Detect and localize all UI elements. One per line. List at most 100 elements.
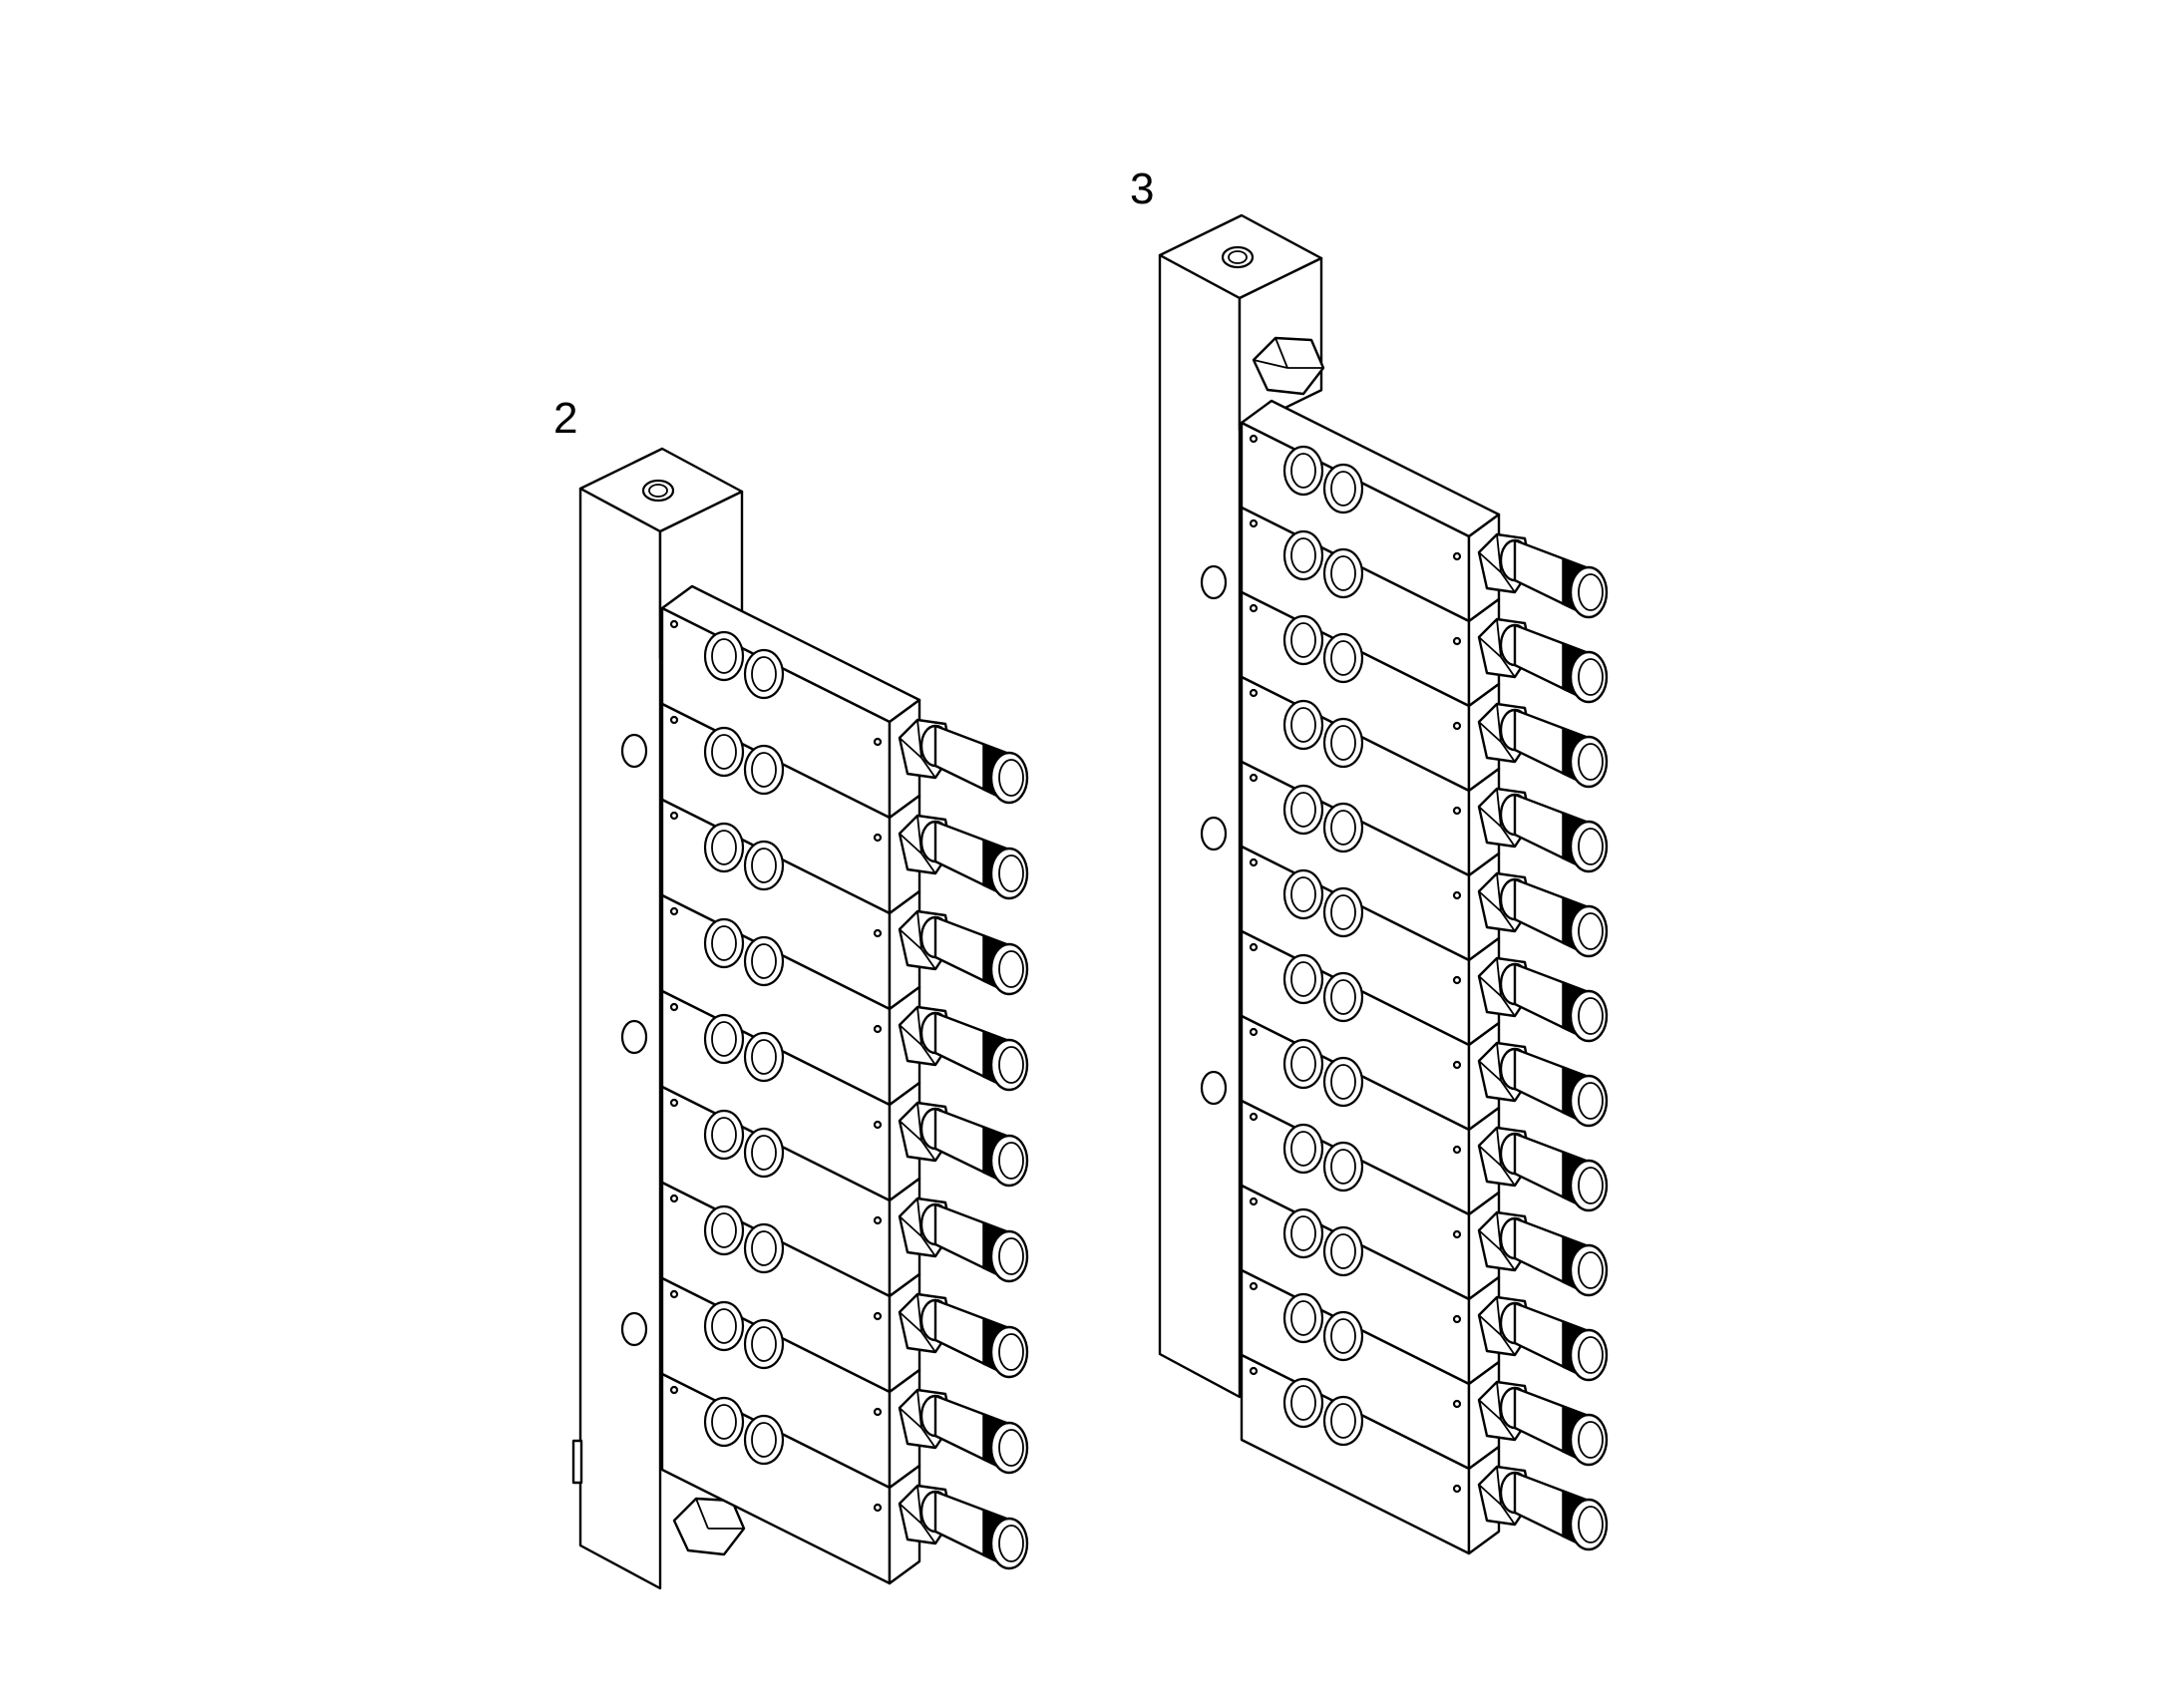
outlet-port-bore (1290, 537, 1316, 573)
fitting-hex-edge (899, 928, 922, 950)
fitting-hex-edge (899, 1215, 922, 1237)
outlet-fitting (1477, 617, 1609, 704)
outlet-port-bore (1330, 810, 1356, 846)
block-pin (1452, 1145, 1462, 1155)
outlet-port-bore (1290, 1131, 1316, 1167)
block-pin (873, 833, 883, 843)
block-pin (669, 619, 679, 629)
fitting-hex-edge (1478, 551, 1502, 573)
callout-label-2: 2 (553, 394, 578, 443)
fitting-hex-edge (1478, 1314, 1502, 1336)
outlet-port-bore (1330, 1149, 1356, 1185)
rail-front-face (1158, 253, 1242, 1399)
outlet-port-bore (1330, 1318, 1356, 1354)
fitting-hex-edge (1478, 1060, 1502, 1082)
fitting-hex-edge (920, 853, 936, 874)
fitting-hex-edge (920, 1044, 936, 1066)
fitting-hex-edge (899, 1311, 922, 1333)
fitting-end-cap-inner (1578, 1506, 1604, 1543)
block-pin (1452, 1314, 1462, 1324)
fitting-end-cap-inner (1578, 743, 1604, 781)
fitting-end-cap (989, 1229, 1029, 1283)
block-pin (1249, 1112, 1259, 1122)
block-pin (1452, 1399, 1462, 1409)
block-pin (1452, 806, 1462, 816)
outlet-port-bore (1290, 792, 1316, 828)
outlet-port-bore (1290, 1385, 1316, 1421)
fitting-end-cap (989, 1038, 1029, 1092)
fitting-hex-edge (920, 948, 936, 970)
outlet-port-bore (711, 1117, 737, 1153)
fitting-hex-edge (1500, 1249, 1516, 1271)
block-pin (873, 1311, 883, 1321)
plug-nut-edge (695, 1498, 709, 1530)
outlet-port-bore (1330, 1064, 1356, 1100)
distribution-rail (1158, 213, 1325, 1399)
fitting-end-cap-inner (1578, 1421, 1604, 1459)
block-pin (1249, 434, 1259, 444)
fitting-end-cap-inner (1578, 1251, 1604, 1289)
outlet-fitting (1477, 787, 1609, 873)
fitting-end-cap (1569, 989, 1609, 1043)
outlet-fitting (898, 718, 1029, 805)
outlet-fitting (1477, 1295, 1609, 1382)
fitting-end-cap-inner (998, 1333, 1024, 1371)
fitting-end-cap (1569, 904, 1609, 958)
outlet-port-bore (751, 1326, 777, 1362)
rail-mounting-hole (620, 1019, 648, 1055)
outlet-fitting (898, 1196, 1029, 1283)
fitting-end-cap-inner (1578, 1082, 1604, 1120)
block-pin (1452, 1060, 1462, 1070)
fitting-hex-edge (899, 1503, 922, 1525)
fitting-end-cap (989, 942, 1029, 996)
outlet-port-bore (1290, 1046, 1316, 1082)
fitting-hex-edge (1500, 656, 1516, 678)
outlet-port-bore (1330, 471, 1356, 507)
fitting-end-cap (1569, 1498, 1609, 1551)
outlet-port-bore (1290, 876, 1316, 912)
outlet-fitting (1477, 871, 1609, 958)
fitting-end-cap (1569, 735, 1609, 789)
outlet-port-bore (1290, 961, 1316, 997)
outlet-block (660, 1276, 921, 1490)
block-pin (1452, 1484, 1462, 1494)
outlet-port-bore (1330, 1233, 1356, 1269)
outlet-port-bore (751, 1039, 777, 1075)
fitting-end-cap (1569, 565, 1609, 619)
block-pin (669, 1098, 679, 1108)
fitting-hex-edge (920, 1427, 936, 1449)
fitting-end-cap-inner (998, 854, 1024, 892)
fitting-hex-edge (1500, 826, 1516, 848)
block-pin (1249, 1027, 1259, 1037)
fitting-end-cap-inner (1578, 658, 1604, 696)
outlet-fitting (898, 1292, 1029, 1379)
outlet-fitting (1477, 1041, 1609, 1128)
rail-mounting-hole (620, 733, 648, 769)
fitting-hex-edge (899, 1407, 922, 1429)
block-pin (1452, 975, 1462, 985)
fitting-hex-edge (1500, 1334, 1516, 1356)
fitting-hex-edge (1478, 1399, 1502, 1421)
fitting-end-cap-inner (998, 950, 1024, 988)
fitting-end-cap-inner (1578, 997, 1604, 1035)
fitting-end-cap (989, 751, 1029, 805)
fitting-end-cap (989, 1421, 1029, 1475)
block-pin (1249, 1281, 1259, 1291)
block-pin (873, 1407, 883, 1417)
rail-inlet-port-inner (648, 484, 668, 498)
block-pin (669, 1385, 679, 1395)
fitting-end-cap-inner (998, 1429, 1024, 1467)
outlet-fitting (1477, 1210, 1609, 1297)
outlet-port-bore (751, 1135, 777, 1171)
block-pin (669, 1194, 679, 1203)
fitting-hex-edge (1478, 975, 1502, 997)
block-pin (873, 1120, 883, 1130)
fitting-end-cap-inner (998, 1046, 1024, 1084)
fitting-end-cap (989, 1325, 1029, 1379)
rail-inlet-port (641, 479, 675, 503)
block-pin (1249, 1366, 1259, 1376)
plug-nut (672, 1497, 746, 1556)
block-pin (669, 715, 679, 725)
fitting-end-cap-inner (1578, 573, 1604, 611)
